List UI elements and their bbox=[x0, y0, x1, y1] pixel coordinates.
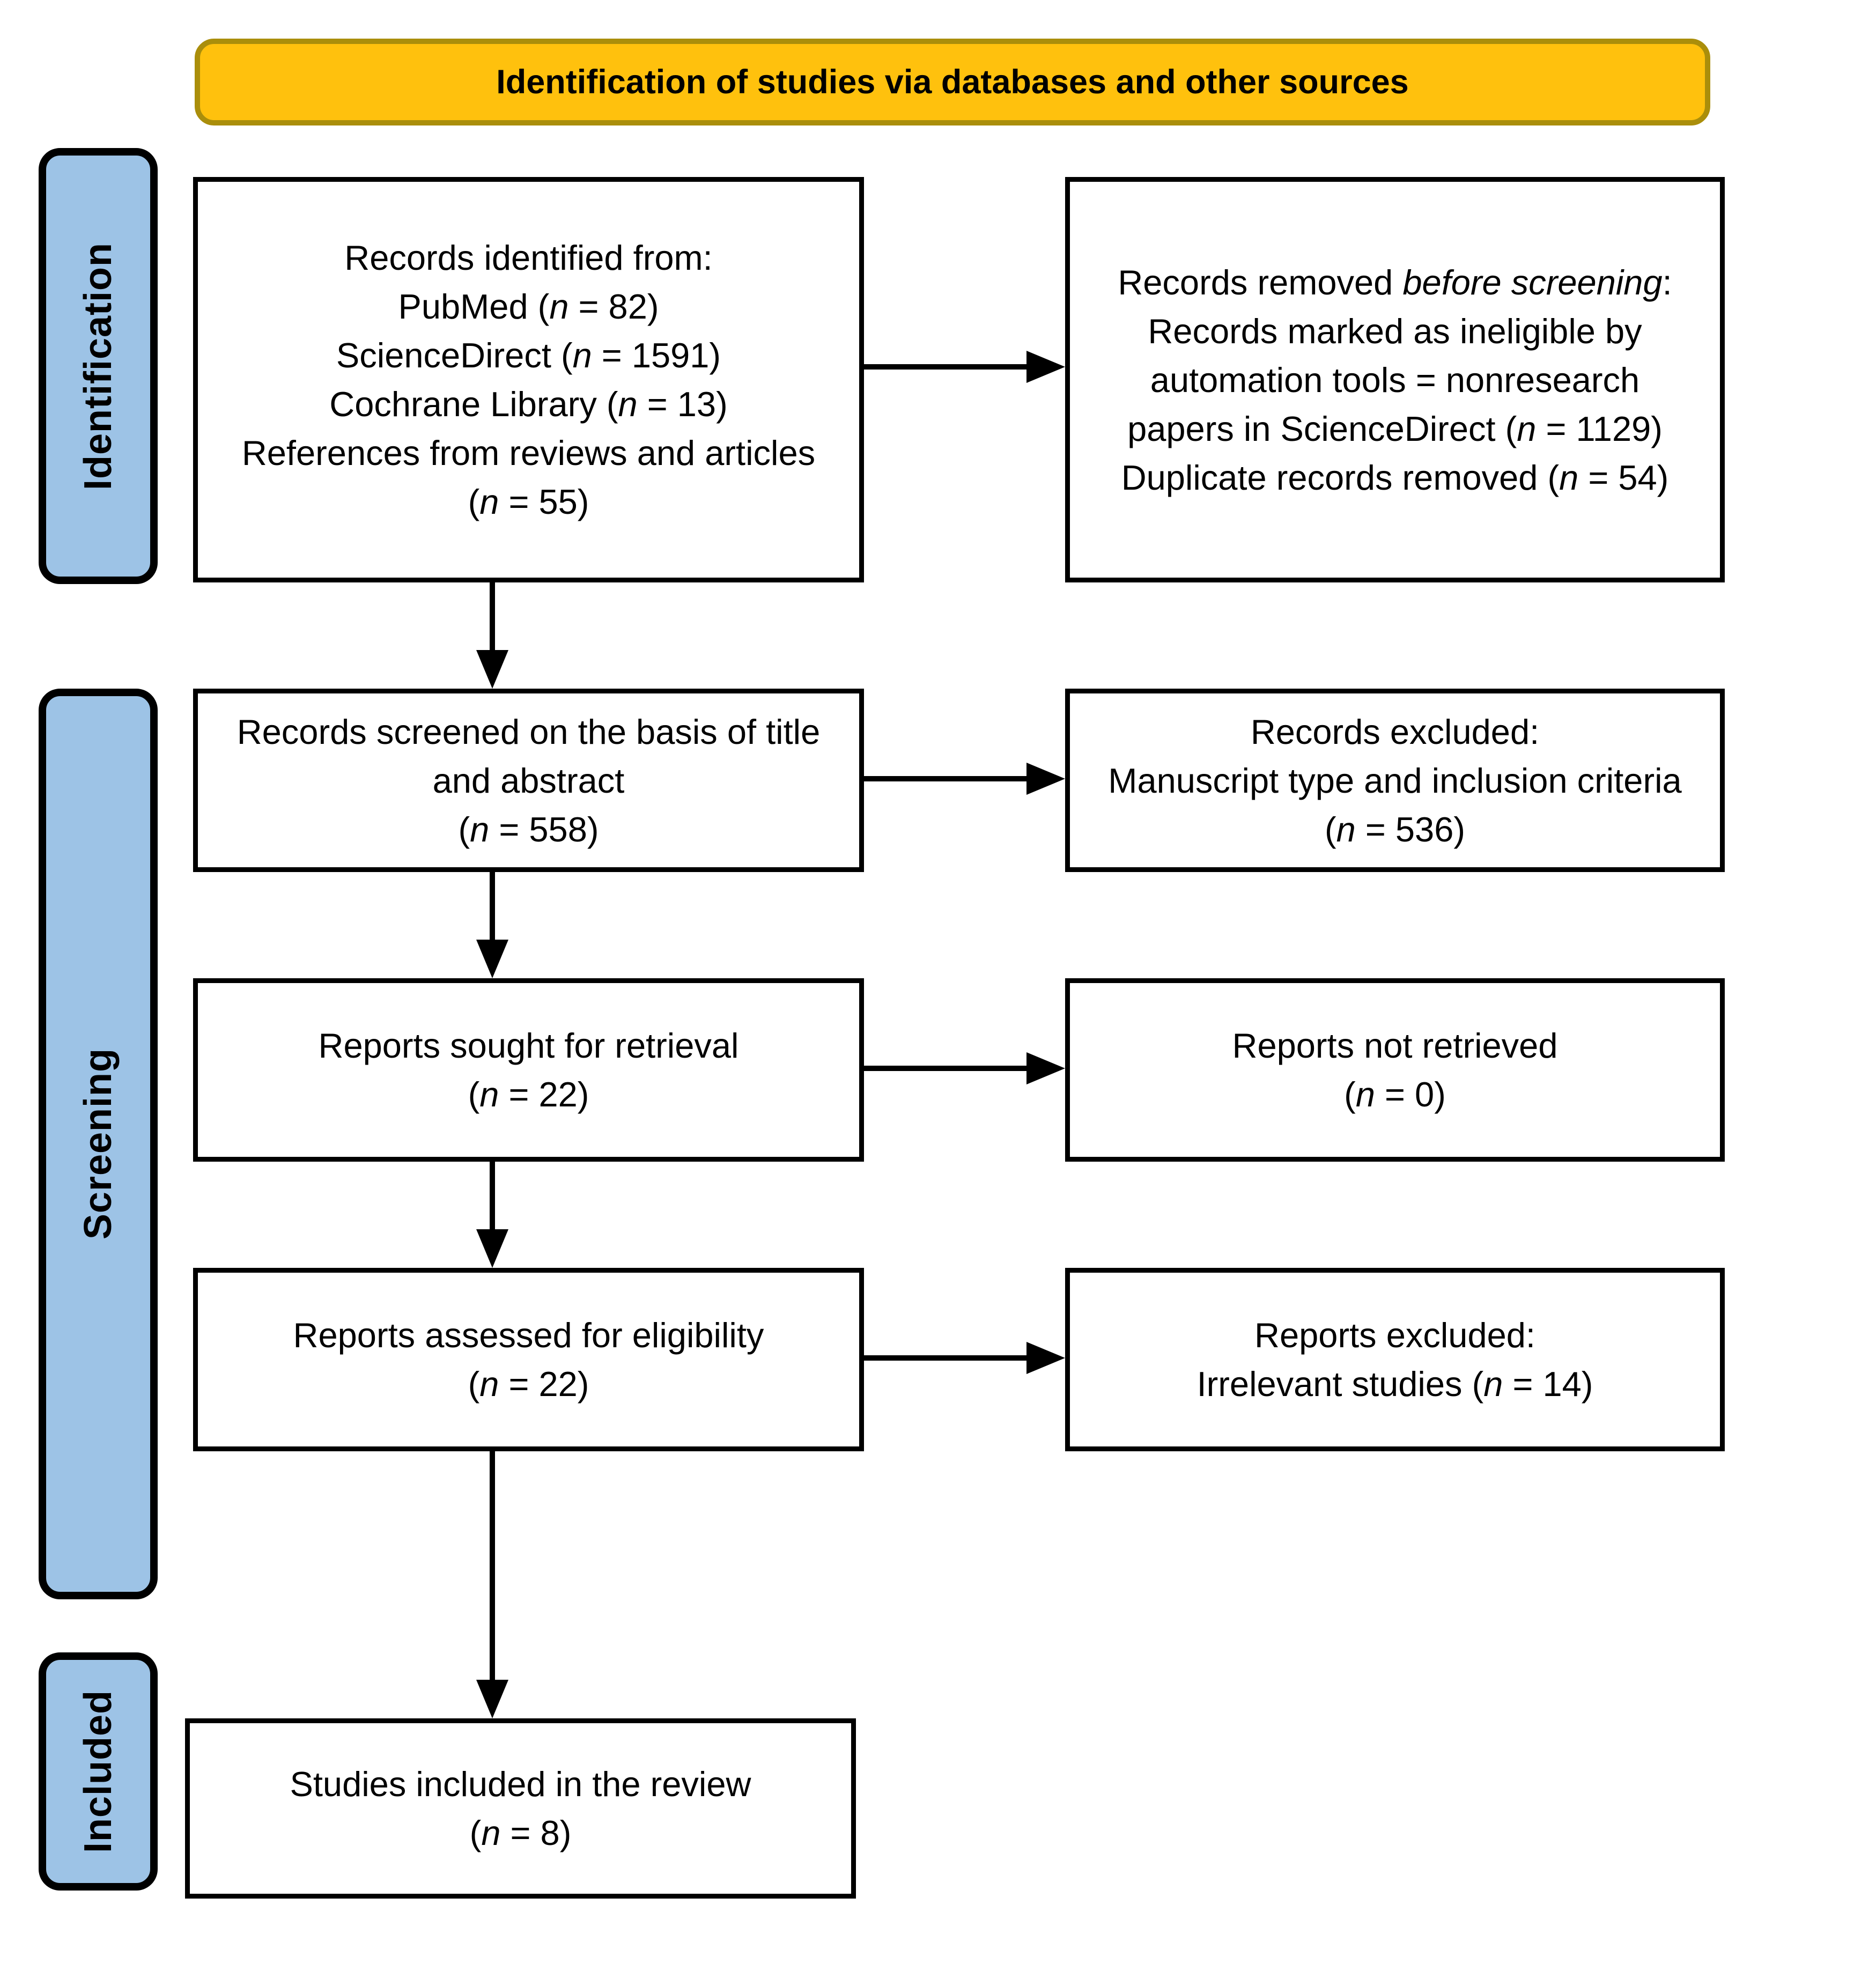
arrow-sought-to-not-retrieved bbox=[864, 1052, 1065, 1084]
box-reports-excluded: Reports excluded: Irrelevant studies (n … bbox=[1065, 1268, 1725, 1451]
arrowhead-right-icon bbox=[1026, 1052, 1065, 1084]
stage-label-text: Screening bbox=[77, 1048, 120, 1240]
arrow-stem bbox=[490, 1451, 495, 1680]
arrowhead-down-icon bbox=[476, 1680, 508, 1718]
arrow-identified-to-removed bbox=[864, 351, 1065, 383]
text-line: Reports assessed for eligibility bbox=[293, 1316, 764, 1355]
box-records-identified: Records identified from: PubMed (n = 82)… bbox=[193, 177, 864, 582]
box-reports-not-retrieved: Reports not retrieved (n = 0) bbox=[1065, 978, 1725, 1162]
box-reports-assessed: Reports assessed for eligibility (n = 22… bbox=[193, 1268, 864, 1451]
text-line: (n = 558) bbox=[458, 809, 599, 849]
arrowhead-right-icon bbox=[1026, 763, 1065, 795]
arrow-screened-to-excluded bbox=[864, 763, 1065, 795]
arrow-stem bbox=[864, 776, 1026, 781]
text-line: ScienceDirect (n = 1591) bbox=[336, 336, 721, 375]
arrow-stem bbox=[490, 582, 495, 650]
text-line: PubMed (n = 82) bbox=[398, 287, 659, 326]
text-line: Reports excluded: bbox=[1254, 1316, 1535, 1355]
box-records-removed-before-screening: Records removed before screening: Record… bbox=[1065, 177, 1725, 582]
text-line: Manuscript type and inclusion criteria (… bbox=[1108, 761, 1682, 849]
text-line: (n = 22) bbox=[468, 1364, 589, 1404]
text-line: (n = 22) bbox=[468, 1075, 589, 1114]
box-records-screened: Records screened on the basis of title a… bbox=[193, 689, 864, 872]
text-line: Reports sought for retrieval bbox=[318, 1026, 739, 1065]
arrow-assessed-to-included bbox=[476, 1451, 508, 1718]
arrow-stem bbox=[490, 1162, 495, 1229]
box-records-excluded: Records excluded: Manuscript type and in… bbox=[1065, 689, 1725, 872]
arrowhead-down-icon bbox=[476, 650, 508, 689]
stage-label-text: Identification bbox=[77, 242, 120, 490]
text-line: Duplicate records removed (n = 54) bbox=[1121, 457, 1669, 497]
arrowhead-right-icon bbox=[1026, 351, 1065, 383]
text-line: (n = 8) bbox=[469, 1813, 572, 1852]
arrow-screened-to-sought bbox=[476, 872, 508, 978]
arrow-identified-to-screened bbox=[476, 582, 508, 689]
arrow-stem bbox=[490, 872, 495, 940]
arrow-stem bbox=[864, 1355, 1026, 1361]
arrowhead-down-icon bbox=[476, 1229, 508, 1268]
diagram-title-banner: Identification of studies via databases … bbox=[195, 39, 1710, 125]
diagram-title-text: Identification of studies via databases … bbox=[496, 63, 1409, 101]
text-line: References from reviews and articles (n … bbox=[241, 433, 816, 521]
text-line: Cochrane Library (n = 13) bbox=[329, 385, 728, 424]
stage-label-identification: Identification bbox=[39, 148, 158, 584]
text-line: Records excluded: bbox=[1250, 712, 1540, 751]
arrowhead-right-icon bbox=[1026, 1342, 1065, 1374]
text-line: Irrelevant studies (n = 14) bbox=[1196, 1364, 1593, 1404]
box-reports-sought: Reports sought for retrieval (n = 22) bbox=[193, 978, 864, 1162]
text-line: Records marked as ineligible by automati… bbox=[1127, 311, 1663, 448]
arrowhead-down-icon bbox=[476, 940, 508, 978]
text-line: (n = 0) bbox=[1344, 1075, 1446, 1114]
text-line: Records screened on the basis of title a… bbox=[237, 712, 821, 800]
text-line: Records removed before screening: bbox=[1118, 262, 1672, 302]
arrow-assessed-to-reports-excluded bbox=[864, 1342, 1065, 1374]
text-line: Reports not retrieved bbox=[1232, 1026, 1558, 1065]
arrow-sought-to-assessed bbox=[476, 1162, 508, 1268]
stage-label-text: Included bbox=[77, 1689, 120, 1853]
stage-label-included: Included bbox=[39, 1652, 158, 1891]
box-studies-included: Studies included in the review (n = 8) bbox=[185, 1718, 856, 1899]
arrow-stem bbox=[864, 364, 1026, 370]
text-line: Studies included in the review bbox=[290, 1764, 751, 1804]
arrow-stem bbox=[864, 1066, 1026, 1071]
text-line: Records identified from: bbox=[344, 238, 713, 277]
stage-label-screening: Screening bbox=[39, 689, 158, 1599]
